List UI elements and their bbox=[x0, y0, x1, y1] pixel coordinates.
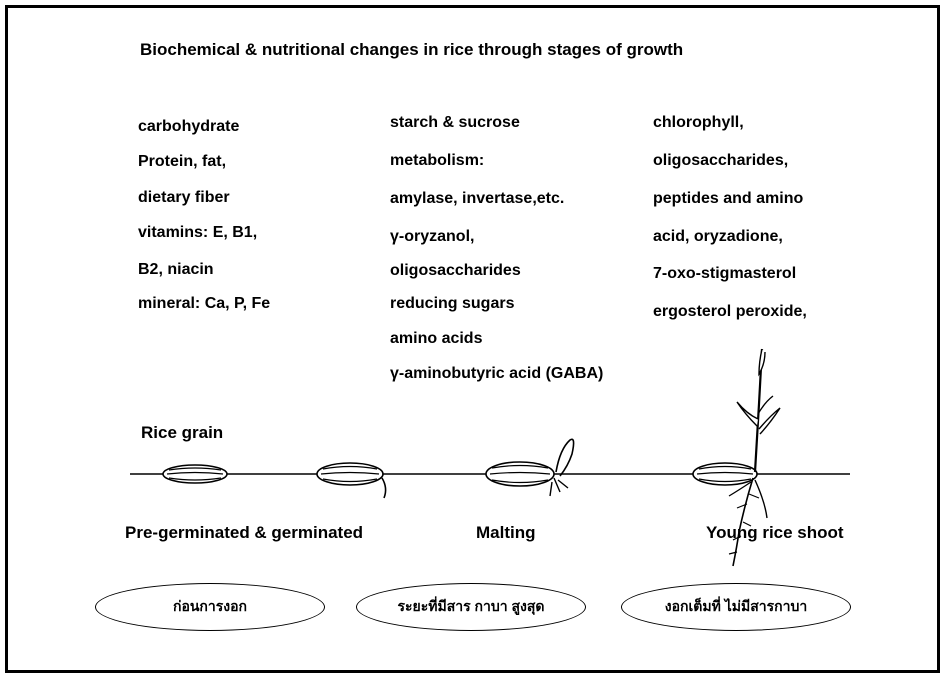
label-rice-grain: Rice grain bbox=[141, 423, 223, 443]
malting-grain-icon bbox=[486, 439, 574, 496]
rice-grain-icon bbox=[163, 465, 227, 483]
pre-germinated-grain-icon bbox=[317, 463, 386, 498]
label-pre-germinated: Pre-germinated & germinated bbox=[125, 523, 363, 543]
stage-oval-full-germination: งอกเต็มที่ ไม่มีสารกาบา bbox=[621, 583, 851, 631]
label-malting: Malting bbox=[476, 523, 536, 543]
stage-oval-before-germination: ก่อนการงอก bbox=[95, 583, 325, 631]
stage-oval-peak-gaba: ระยะที่มีสาร กาบา สูงสุด bbox=[356, 583, 586, 631]
label-young-shoot: Young rice shoot bbox=[706, 523, 844, 543]
